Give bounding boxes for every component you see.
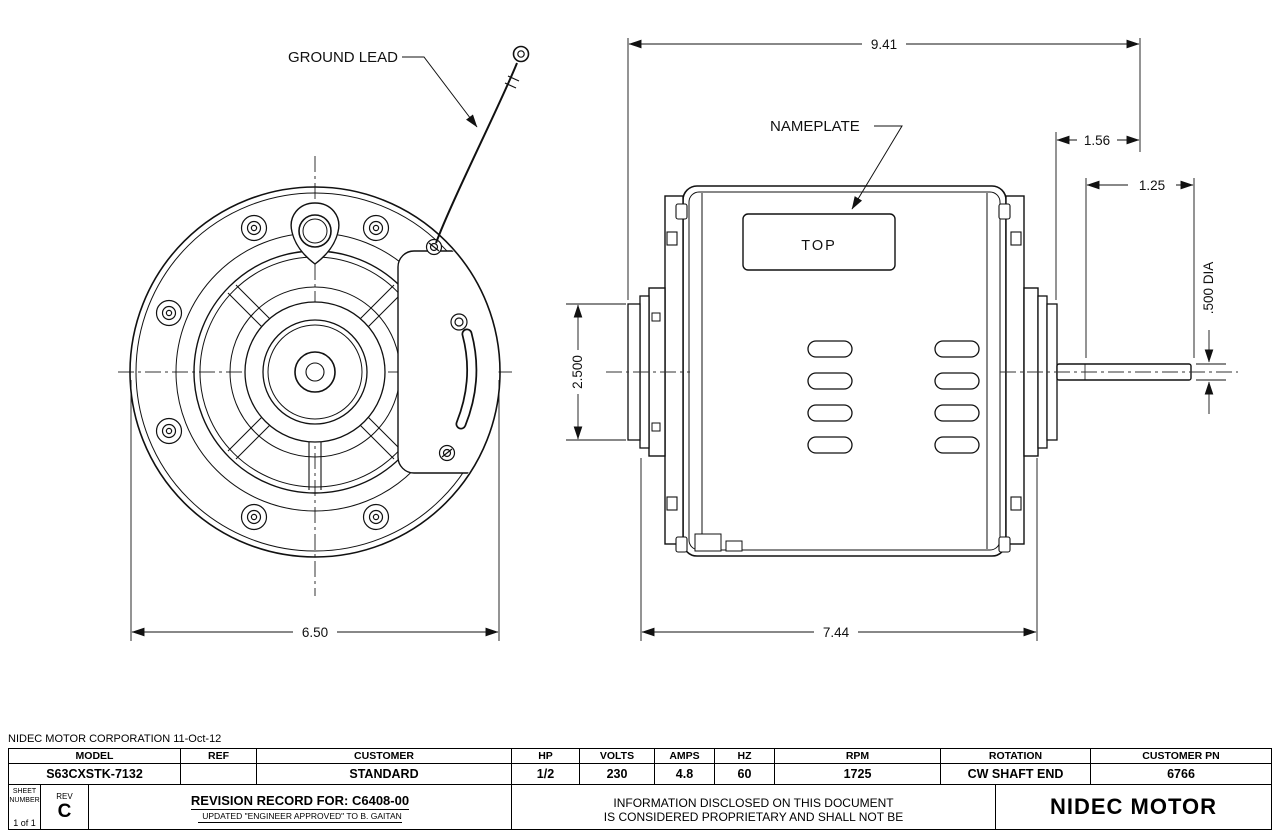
side-view — [606, 185, 1238, 557]
dim-body-length: 7.44 — [640, 458, 1038, 641]
tb-value-volts: 230 — [580, 764, 655, 784]
dimensions: 9.41 1.56 1.25 .500 DIA 2.500 — [130, 37, 1226, 641]
title-block-value-row: S63CXSTK-7132 STANDARD 1/2 230 4.8 60 17… — [8, 763, 1272, 785]
tb-value-customer: STANDARD — [257, 764, 512, 784]
tb-value-amps: 4.8 — [655, 764, 715, 784]
tb-value-ref — [181, 764, 257, 784]
sheet-number-cell: SHEET NUMBER 1 of 1 — [9, 785, 41, 829]
cover-screws — [425, 238, 468, 462]
lifting-boss — [290, 202, 340, 265]
ground-lead-leader — [402, 56, 478, 128]
ring-terminal — [512, 45, 530, 63]
revision-record-cell: REVISION RECORD FOR: C6408-00 UPDATED "E… — [89, 785, 512, 829]
nameplate-outline — [742, 213, 896, 271]
dim-text-shaft-dia: .500 DIA — [1201, 262, 1216, 315]
revision-record-note: UPDATED "ENGINEER APPROVED" TO B. GAITAN — [198, 810, 402, 823]
title-block-lower-band: SHEET NUMBER 1 of 1 REV C REVISION RECOR… — [8, 784, 1272, 830]
rev-value: C — [57, 800, 72, 822]
tb-header-customer-pn: CUSTOMER PN — [1142, 750, 1220, 762]
left-end-bell — [627, 195, 688, 553]
tb-header-ref: REF — [181, 749, 257, 763]
title-block-header-row: MODEL REF CUSTOMER HP VOLTS AMPS HZ RPM … — [8, 748, 1272, 764]
callouts: GROUND LEAD NAMEPLATE TOP — [288, 49, 903, 254]
motor-drawing-canvas: 9.41 1.56 1.25 .500 DIA 2.500 — [118, 37, 1238, 641]
dim-text-hub-dia: 2.500 — [570, 355, 585, 389]
revision-record-title: REVISION RECORD FOR: C6408-00 — [190, 792, 410, 810]
dim-text-overall: 9.41 — [871, 37, 897, 52]
nameplate-label: NAMEPLATE — [770, 118, 860, 135]
dim-text-body-length: 7.44 — [823, 625, 850, 640]
nameplate-top-text: TOP — [801, 238, 837, 254]
dim-overall-length: 9.41 — [627, 37, 1141, 300]
dim-text-frame-dia: 6.50 — [302, 625, 328, 640]
brand-cell: NIDEC MOTOR — [996, 785, 1271, 829]
tb-header-amps: AMPS — [655, 749, 715, 763]
switch-cover — [397, 238, 499, 474]
rev-label: REV — [56, 791, 73, 801]
proprietary-line-2: IS CONSIDERED PROPRIETARY AND SHALL NOT … — [603, 809, 904, 824]
dim-text-shaft-ext: 1.56 — [1084, 133, 1110, 148]
revision-cell: REV C — [41, 785, 89, 829]
dim-shaft-diameter: .500 DIA — [1196, 262, 1226, 414]
tb-header-hz: HZ — [715, 749, 775, 763]
ground-lead-wire — [435, 45, 530, 244]
tb-header-customer: CUSTOMER — [257, 749, 512, 763]
tb-value-model: S63CXSTK-7132 — [9, 764, 181, 784]
proprietary-notice-cell: INFORMATION DISCLOSED ON THIS DOCUMENT I… — [512, 785, 996, 829]
tb-header-hp: HP — [512, 749, 580, 763]
sheet-label-1: SHEET — [12, 788, 37, 795]
brand-logo-text: NIDEC MOTOR — [1049, 794, 1218, 819]
dim-frame-diameter: 6.50 — [130, 380, 500, 641]
front-view — [118, 45, 530, 596]
right-end-bell — [998, 195, 1192, 553]
dim-shaft-flat: 1.25 — [1085, 178, 1195, 358]
tb-value-rpm: 1725 — [775, 764, 941, 784]
proprietary-line-1: INFORMATION DISCLOSED ON THIS DOCUMENT — [613, 795, 894, 810]
company-line: NIDEC MOTOR CORPORATION 11-Oct-12 — [8, 733, 222, 745]
tb-header-model: MODEL — [9, 749, 181, 763]
dim-text-shaft-flat: 1.25 — [1139, 178, 1165, 193]
tb-header-rpm: RPM — [775, 749, 941, 763]
center-hub — [244, 301, 386, 443]
ground-lead-label: GROUND LEAD — [288, 49, 398, 66]
dim-hub-diameter: 2.500 — [566, 303, 626, 441]
sheet-value: 1 of 1 — [13, 818, 36, 828]
tb-header-rotation: ROTATION — [941, 749, 1091, 763]
sheet-label-2: NUMBER — [9, 797, 40, 804]
dim-shaft-ext: 1.56 — [1055, 132, 1140, 300]
tb-value-rotation: CW SHAFT END — [941, 764, 1091, 784]
tb-value-hp: 1/2 — [512, 764, 580, 784]
nameplate-leader — [851, 125, 903, 210]
tb-value-customer-pn: 6766 — [1167, 767, 1195, 781]
vent-slots — [807, 340, 980, 454]
tb-header-volts: VOLTS — [580, 749, 655, 763]
tb-value-hz: 60 — [715, 764, 775, 784]
frame-outer-circle — [129, 186, 501, 558]
